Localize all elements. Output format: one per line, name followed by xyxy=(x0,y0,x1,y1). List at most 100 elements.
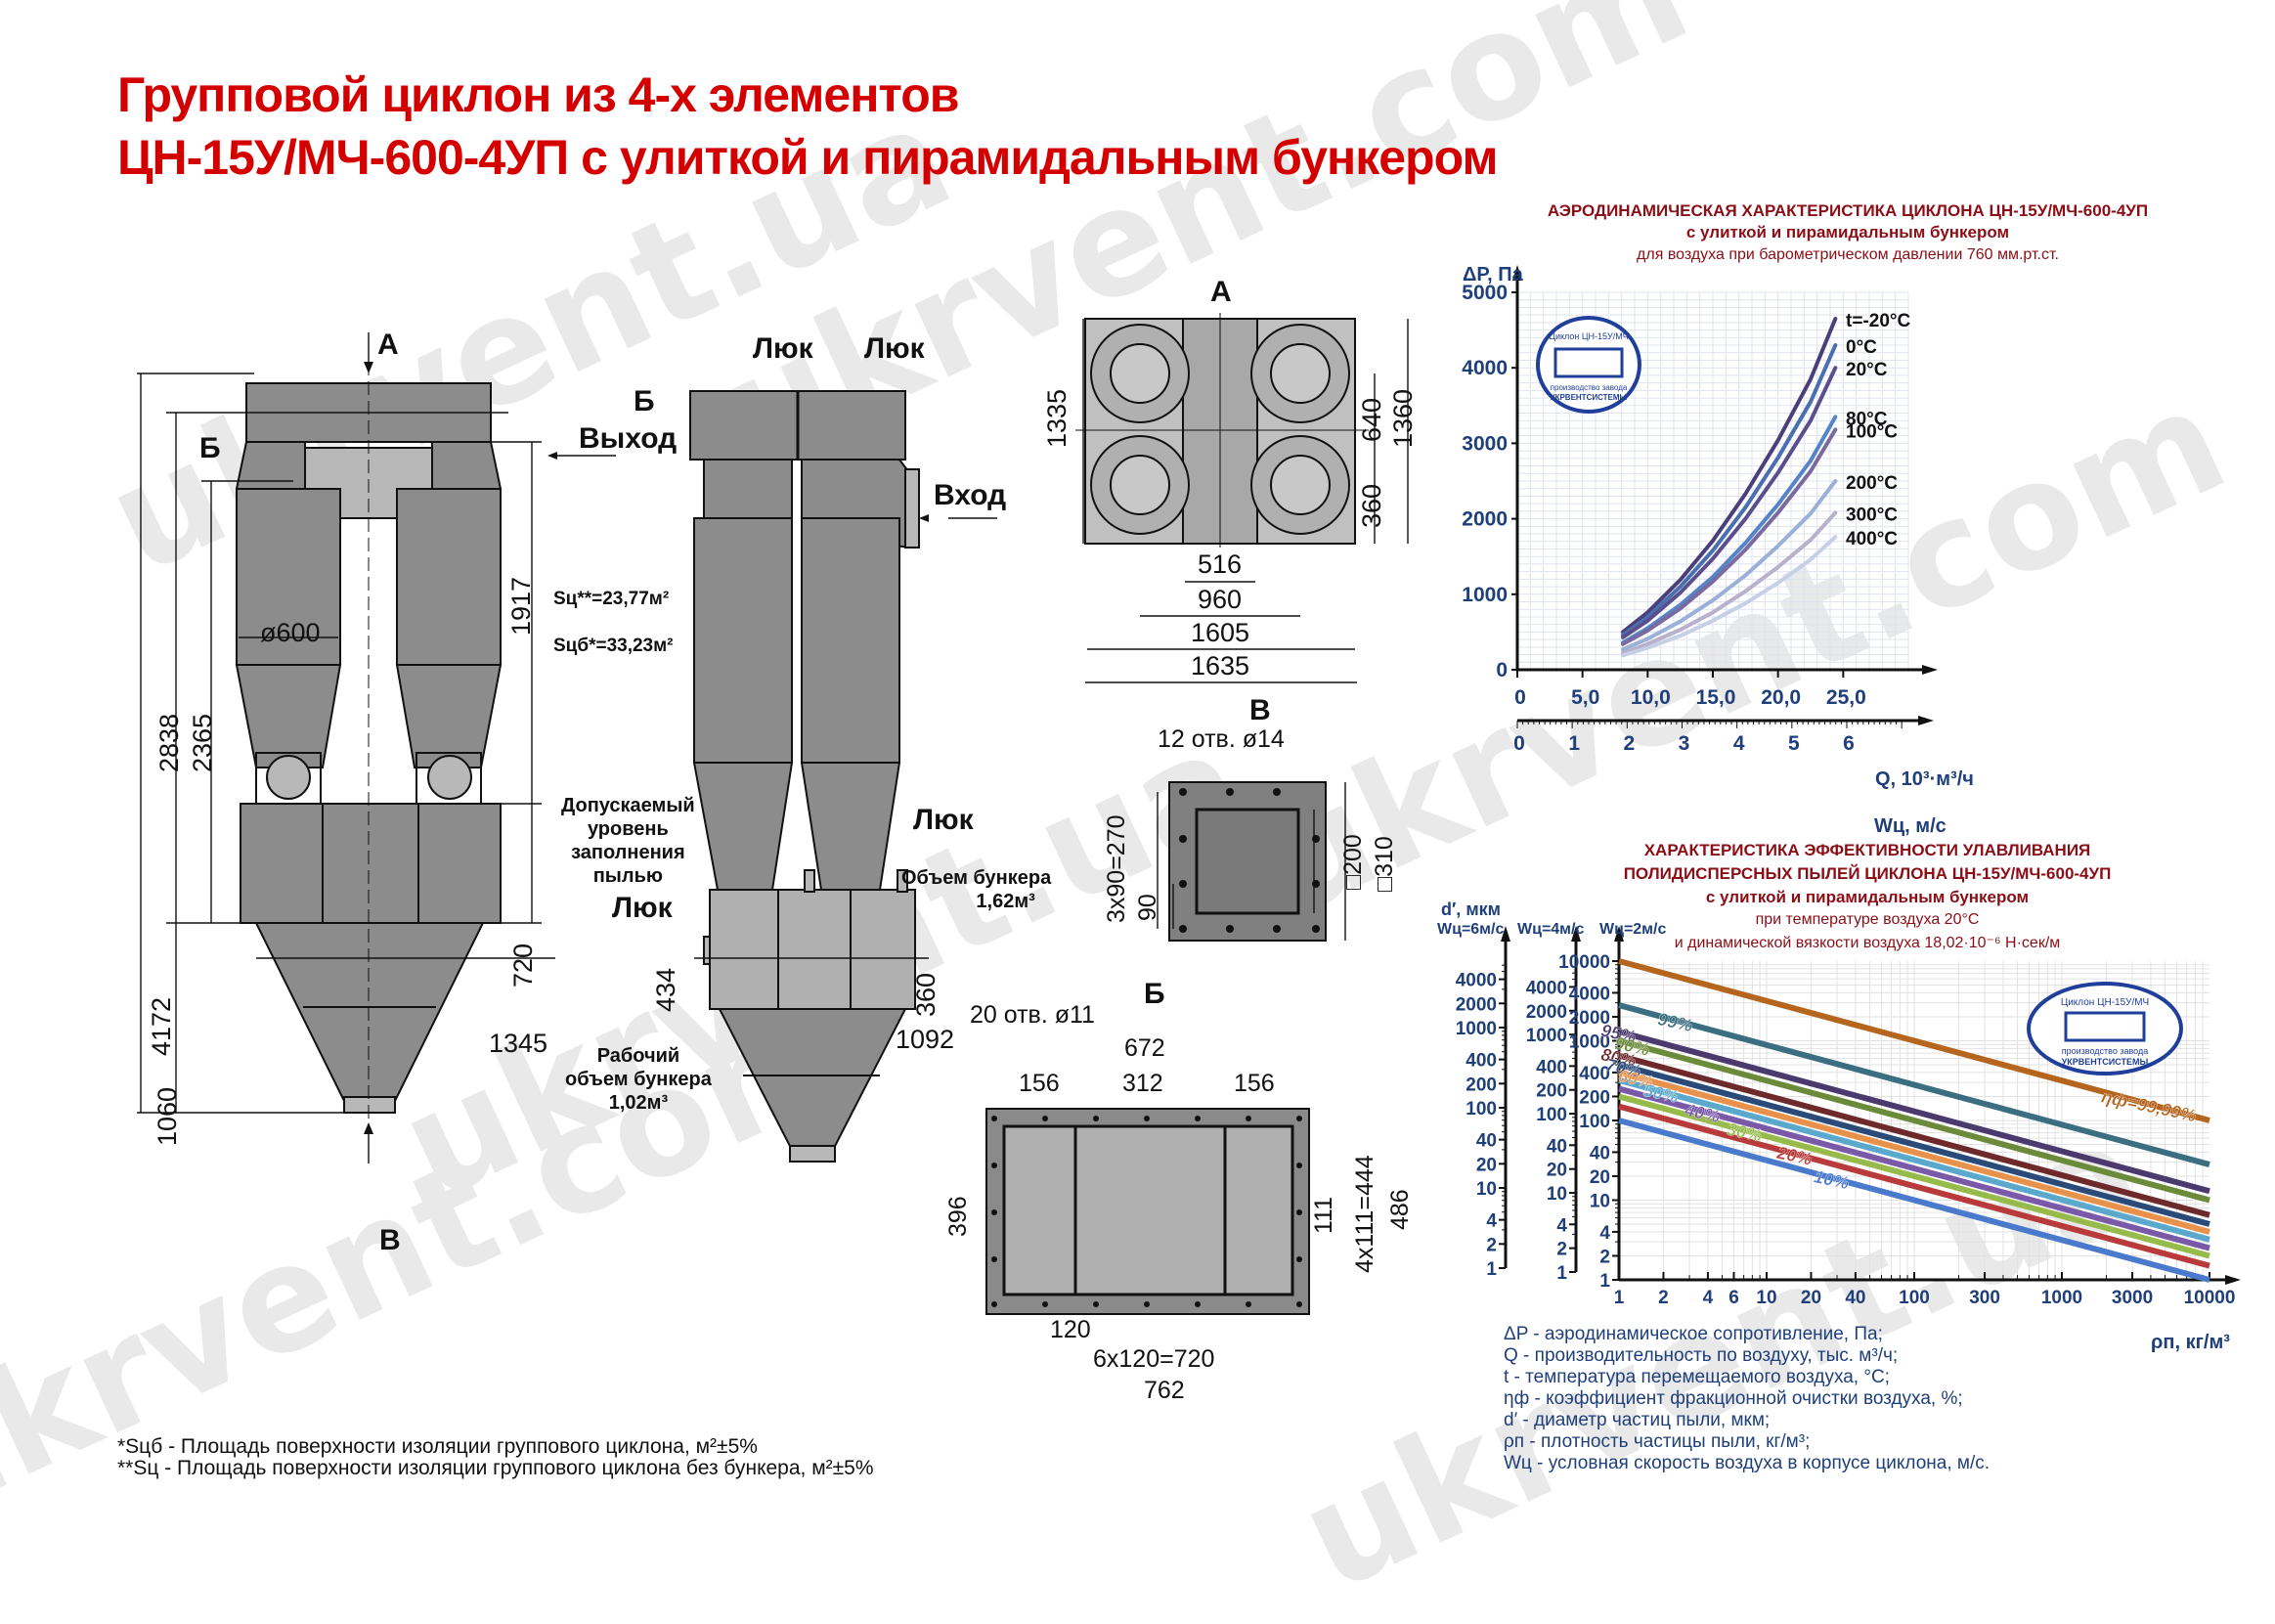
inlet-label: Вход xyxy=(934,479,1007,511)
dim-cone-height: 1060 xyxy=(153,1086,182,1146)
svg-text:30%: 30% xyxy=(1726,1119,1764,1146)
svg-text:ηф=99,99%: ηф=99,99% xyxy=(2100,1086,2198,1125)
svg-text:10000: 10000 xyxy=(2184,1288,2236,1308)
svg-text:80°C: 80°C xyxy=(1846,409,1888,429)
dim-672: 672 xyxy=(1124,1034,1165,1062)
hatch-label-1: Люк xyxy=(753,332,813,365)
svg-text:10: 10 xyxy=(1756,1288,1776,1308)
svg-text:15,0: 15,0 xyxy=(1696,686,1736,709)
svg-text:5000: 5000 xyxy=(1462,282,1508,304)
allowed-level-line: Допускаемый xyxy=(561,795,695,816)
eff-chart-title2: ПОЛИДИСПЕРСНЫХ ПЫЛЕЙ ЦИКЛОНА ЦН-15У/МЧ-6… xyxy=(1623,864,2112,883)
svg-text:2: 2 xyxy=(1623,732,1635,755)
svg-text:6: 6 xyxy=(1843,732,1855,755)
svg-text:200: 200 xyxy=(1466,1075,1497,1095)
svg-text:4000: 4000 xyxy=(1456,971,1497,991)
svg-text:400: 400 xyxy=(1536,1057,1567,1077)
dim-1360: 1360 xyxy=(1388,388,1418,448)
dim-bunker-width: 1345 xyxy=(489,1029,548,1058)
svg-text:10%: 10% xyxy=(1813,1166,1851,1193)
dim-434: 434 xyxy=(651,967,680,1012)
svg-text:1: 1 xyxy=(1614,1288,1625,1308)
view-b-holes: 20 отв. ø11 xyxy=(970,1001,1095,1029)
dim-156a: 156 xyxy=(1019,1070,1060,1097)
outlet-label: Выход xyxy=(579,422,678,455)
svg-text:2: 2 xyxy=(1486,1235,1497,1255)
svg-text:100: 100 xyxy=(1466,1099,1497,1119)
svg-text:1: 1 xyxy=(1486,1259,1497,1280)
aero-chart-subtitle: с улиткой и пирамидальным бункером xyxy=(1685,223,2010,241)
svg-text:5: 5 xyxy=(1788,732,1800,755)
efficiency-chart-plot: 1241020401002004001000200040001241020401… xyxy=(1456,926,2241,1308)
dim-bunker-height: 720 xyxy=(508,943,538,988)
dim-156b: 156 xyxy=(1234,1070,1275,1097)
dim-diameter: ø600 xyxy=(260,618,321,647)
svg-text:300: 300 xyxy=(1969,1288,2000,1308)
eff-chart-subtitle3: и динамической вязкости воздуха 18,02·10… xyxy=(1674,935,2061,951)
svg-text:40: 40 xyxy=(1845,1288,1865,1308)
svg-text:20: 20 xyxy=(1801,1288,1821,1308)
legend-item: ηф - коэффициент фракционной очистки воз… xyxy=(1504,1388,1963,1409)
area-sc-label: Sц**=23,77м² xyxy=(553,589,670,609)
dim-640: 640 xyxy=(1357,397,1386,442)
dim-310: □310 xyxy=(1371,836,1398,892)
svg-text:40: 40 xyxy=(1476,1131,1497,1152)
svg-text:2: 2 xyxy=(1556,1240,1567,1260)
svg-text:10: 10 xyxy=(1476,1179,1497,1200)
footnote-2: **Sц - Площадь поверхности изоляции груп… xyxy=(117,1457,874,1479)
svg-text:400: 400 xyxy=(1579,1064,1610,1084)
working-volume-line: Рабочий xyxy=(596,1045,680,1067)
view-a-drawing xyxy=(1075,313,1409,683)
svg-text:10000: 10000 xyxy=(1558,952,1610,973)
allowed-level-line: уровень xyxy=(587,818,669,840)
svg-text:1000: 1000 xyxy=(1526,1026,1567,1046)
dim-516: 516 xyxy=(1198,549,1243,579)
svg-text:3: 3 xyxy=(1679,732,1690,755)
view-v-title: В xyxy=(1249,694,1271,726)
svg-text:1: 1 xyxy=(1599,1271,1610,1292)
svg-text:10,0: 10,0 xyxy=(1631,686,1671,709)
view-a-title: А xyxy=(1210,276,1232,308)
svg-text:20: 20 xyxy=(1547,1161,1567,1181)
svg-text:Циклон ЦН-15У/МЧ: Циклон ЦН-15У/МЧ xyxy=(1549,331,1628,341)
svg-text:4000: 4000 xyxy=(1526,978,1567,998)
svg-text:4: 4 xyxy=(1556,1215,1567,1236)
svg-text:100: 100 xyxy=(1899,1288,1930,1308)
legend-item: ΔP - аэродинамическое сопротивление, Па; xyxy=(1504,1324,1883,1344)
dim-396: 396 xyxy=(944,1196,972,1237)
svg-text:1: 1 xyxy=(1568,732,1580,755)
svg-text:100°C: 100°C xyxy=(1846,422,1898,443)
side-view-drawing xyxy=(547,390,997,1163)
legend-item: Wц - условная скорость воздуха в корпусе… xyxy=(1504,1453,1991,1473)
dim-90: 90 xyxy=(1134,894,1161,921)
svg-text:2000: 2000 xyxy=(1456,994,1497,1015)
eff-y-axis-w2: Wц=2м/с xyxy=(1599,921,1667,938)
eff-x-axis-label: ρп, кг/м³ xyxy=(2151,1332,2230,1353)
aero-chart-title: АЭРОДИНАМИЧЕСКАЯ ХАРАКТЕРИСТИКА ЦИКЛОНА … xyxy=(1547,201,2149,220)
svg-text:300°C: 300°C xyxy=(1846,505,1898,525)
svg-text:4000: 4000 xyxy=(1462,357,1508,379)
svg-text:200: 200 xyxy=(1579,1087,1610,1108)
aero-x2-axis-label: Wц, м/с xyxy=(1874,815,1947,837)
dim-1335: 1335 xyxy=(1042,388,1072,448)
view-b-title: Б xyxy=(1144,978,1165,1010)
svg-text:400: 400 xyxy=(1466,1051,1497,1072)
svg-text:производство завода: производство завода xyxy=(1551,383,1628,392)
svg-text:5,0: 5,0 xyxy=(1571,686,1599,709)
svg-text:1000: 1000 xyxy=(1462,584,1508,606)
dim-2365: 2365 xyxy=(188,713,217,772)
svg-text:2000: 2000 xyxy=(1526,1002,1567,1023)
eff-y-axis-w6: Wц=6м/с xyxy=(1437,921,1505,938)
dim-4x111: 4x111=444 xyxy=(1351,1155,1378,1273)
svg-text:3000: 3000 xyxy=(2112,1288,2153,1308)
allowed-level-line: пылью xyxy=(592,865,663,887)
svg-text:4: 4 xyxy=(1703,1288,1714,1308)
svg-text:4000: 4000 xyxy=(1569,984,1610,1004)
dim-1605: 1605 xyxy=(1191,618,1250,647)
bunker-volume-label: Объем бункера 1,62м³ xyxy=(901,866,1051,913)
dim-360-a: 360 xyxy=(1357,483,1386,528)
view-v-holes: 12 отв. ø14 xyxy=(1158,725,1285,753)
svg-text:t=-20°C: t=-20°C xyxy=(1846,311,1910,331)
hatch-label-4: Люк xyxy=(913,804,974,836)
